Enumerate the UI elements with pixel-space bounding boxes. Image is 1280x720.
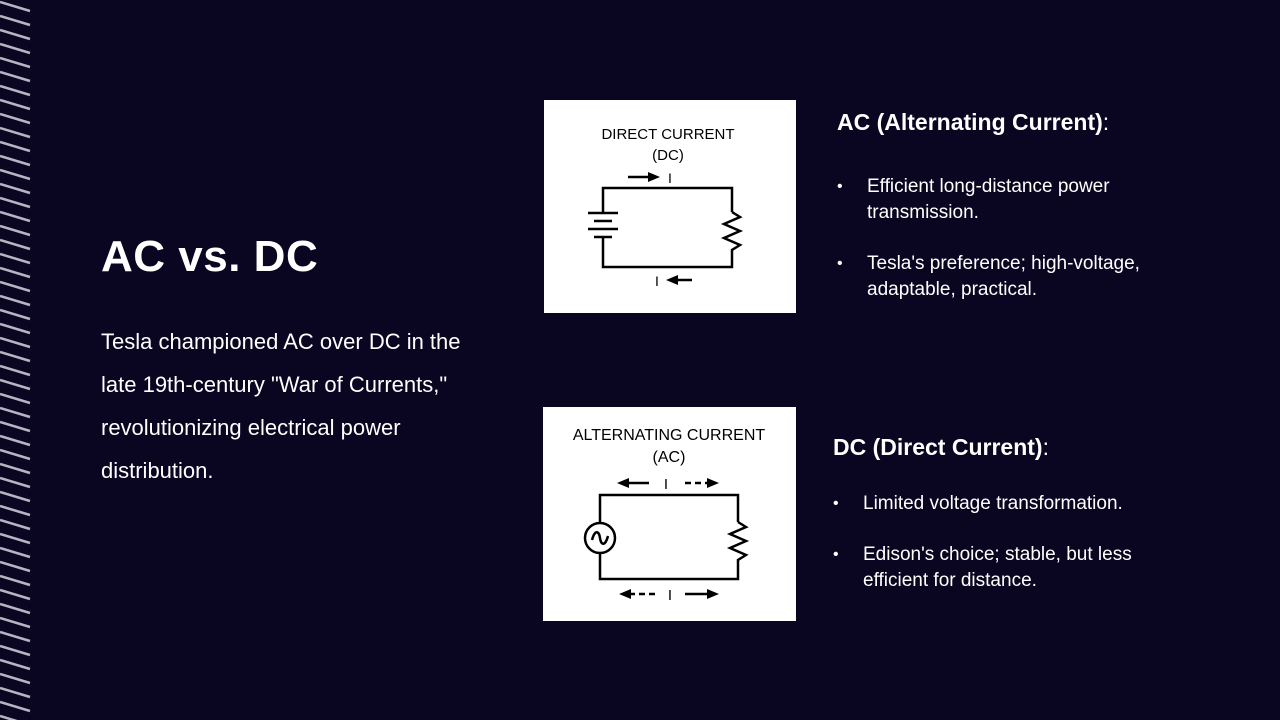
slide-title: AC vs. DC bbox=[101, 232, 319, 281]
stripe-line bbox=[0, 714, 18, 720]
stripe-line bbox=[0, 56, 31, 69]
stripe-line bbox=[0, 574, 31, 587]
stripe-line bbox=[0, 112, 31, 125]
arrow-left-dashed-icon bbox=[619, 589, 631, 599]
dc-diagram-abbr: (DC) bbox=[652, 147, 684, 164]
stripe-line bbox=[0, 196, 31, 209]
stripe-line bbox=[0, 238, 31, 251]
arrow-right-icon bbox=[648, 172, 660, 182]
stripe-line bbox=[0, 700, 31, 713]
intro-paragraph: Tesla championed AC over DC in the late … bbox=[101, 329, 461, 483]
dc-section-heading: DC (Direct Current): bbox=[833, 434, 1049, 461]
stripe-line bbox=[0, 98, 31, 111]
ac-current-label-top: I bbox=[664, 476, 668, 493]
dc-circuit bbox=[588, 175, 744, 282]
dc-heading-colon: : bbox=[1042, 434, 1049, 460]
stripe-line bbox=[0, 224, 31, 237]
ac-diagram-abbr: (AC) bbox=[653, 449, 686, 466]
stripe-line bbox=[0, 658, 31, 671]
list-item: Tesla's preference; high-voltage, adapta… bbox=[837, 251, 1197, 303]
stripe-line bbox=[0, 616, 31, 629]
stripe-line bbox=[0, 308, 31, 321]
stripe-line bbox=[0, 266, 31, 279]
stripe-line bbox=[0, 462, 31, 475]
stripe-line bbox=[0, 378, 31, 391]
stripe-line bbox=[0, 28, 31, 41]
stripe-line bbox=[0, 686, 31, 699]
ac-heading-text: AC (Alternating Current) bbox=[837, 109, 1103, 135]
dc-heading-text: DC (Direct Current) bbox=[833, 434, 1043, 460]
stripe-line bbox=[0, 434, 31, 447]
dc-current-label-bottom: I bbox=[655, 273, 659, 289]
stripe-line bbox=[0, 70, 31, 83]
stripe-line bbox=[0, 672, 31, 685]
stripe-line bbox=[0, 392, 31, 405]
stripe-line bbox=[0, 420, 31, 433]
stripe-line bbox=[0, 518, 31, 531]
stripe-line bbox=[0, 280, 31, 293]
stripe-line bbox=[0, 504, 31, 517]
decorative-stripes bbox=[0, 0, 31, 720]
stripe-line bbox=[0, 168, 31, 181]
stripe-line bbox=[0, 350, 31, 363]
stripe-line bbox=[0, 140, 31, 153]
stripe-line bbox=[0, 364, 31, 377]
stripe-line bbox=[0, 84, 31, 97]
stripe-line bbox=[0, 560, 31, 573]
stripe-line bbox=[0, 476, 31, 489]
ac-circuit-diagram: ALTERNATING CURRENT (AC) I I bbox=[543, 407, 796, 621]
ac-diagram-title: ALTERNATING CURRENT bbox=[573, 427, 766, 444]
ac-heading-colon: : bbox=[1102, 109, 1110, 135]
stripe-line bbox=[0, 182, 31, 195]
stripe-line bbox=[0, 546, 31, 559]
stripe-line bbox=[0, 630, 31, 643]
ac-section-heading: AC (Alternating Current): bbox=[837, 109, 1109, 136]
stripe-line bbox=[0, 490, 31, 503]
stripe-line bbox=[0, 322, 31, 335]
ac-bullet-list: Efficient long-distance power transmissi… bbox=[837, 174, 1197, 328]
arrow-right-dashed-icon bbox=[707, 478, 719, 488]
dc-diagram-title: DIRECT CURRENT bbox=[601, 126, 734, 143]
list-item: Efficient long-distance power transmissi… bbox=[837, 174, 1197, 226]
stripe-line bbox=[0, 644, 31, 657]
ac-circuit bbox=[583, 481, 750, 596]
stripe-line bbox=[0, 532, 31, 545]
dc-bullet-list: Limited voltage transformation. Edison's… bbox=[833, 491, 1193, 619]
stripe-line bbox=[0, 42, 31, 55]
stripe-line bbox=[0, 448, 31, 461]
stripe-line bbox=[0, 0, 31, 13]
stripe-line bbox=[0, 14, 31, 27]
arrow-left-icon bbox=[666, 275, 678, 285]
list-item: Edison's choice; stable, but less effici… bbox=[833, 542, 1193, 594]
stripe-line bbox=[0, 126, 31, 139]
stripe-line bbox=[0, 602, 31, 615]
dc-current-label-top: I bbox=[668, 170, 672, 186]
stripe-line bbox=[0, 252, 31, 265]
list-item: Limited voltage transformation. bbox=[833, 491, 1193, 517]
stripe-line bbox=[0, 154, 31, 167]
stripe-line bbox=[0, 294, 31, 307]
stripe-line bbox=[0, 210, 31, 223]
arrow-right-icon bbox=[707, 589, 719, 599]
stripe-line bbox=[0, 336, 31, 349]
stripe-line bbox=[0, 406, 31, 419]
dc-circuit-diagram: DIRECT CURRENT (DC) I I bbox=[544, 100, 796, 313]
arrow-left-icon bbox=[617, 478, 629, 488]
stripe-line bbox=[0, 588, 31, 601]
ac-current-label-bottom: I bbox=[668, 587, 672, 604]
